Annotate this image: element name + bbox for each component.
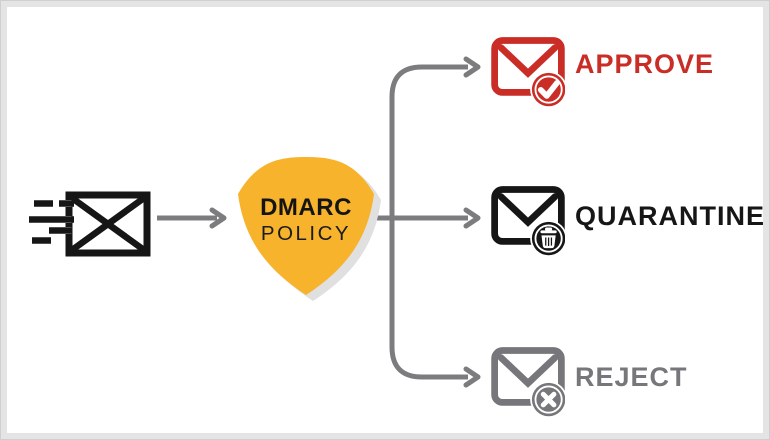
approve-label: APPROVE bbox=[575, 49, 715, 79]
email-approved-icon bbox=[491, 37, 565, 108]
cross-badge bbox=[530, 381, 565, 418]
arrow-shield-to-approve bbox=[389, 56, 481, 221]
email-rejected-icon bbox=[491, 347, 565, 418]
sending-email-icon bbox=[29, 191, 151, 257]
arrow-sender-to-shield bbox=[157, 207, 227, 229]
shield-text-policy: POLICY bbox=[261, 222, 351, 245]
trash-icon bbox=[540, 227, 557, 249]
check-badge bbox=[530, 71, 565, 108]
arrow-shield-to-reject bbox=[389, 215, 481, 388]
flow-connectors bbox=[157, 56, 481, 388]
reject-label: REJECT bbox=[575, 362, 688, 392]
cross-icon bbox=[540, 391, 557, 408]
trash-badge bbox=[530, 220, 565, 257]
email-quarantine-icon bbox=[491, 186, 565, 257]
shield-text-dmarc: DMARC bbox=[260, 194, 352, 221]
check-icon bbox=[537, 79, 560, 99]
shield-body bbox=[238, 157, 374, 295]
quarantine-label: QUARANTINE bbox=[575, 201, 765, 231]
dmarc-policy-shield: DMARC POLICY bbox=[238, 157, 381, 301]
